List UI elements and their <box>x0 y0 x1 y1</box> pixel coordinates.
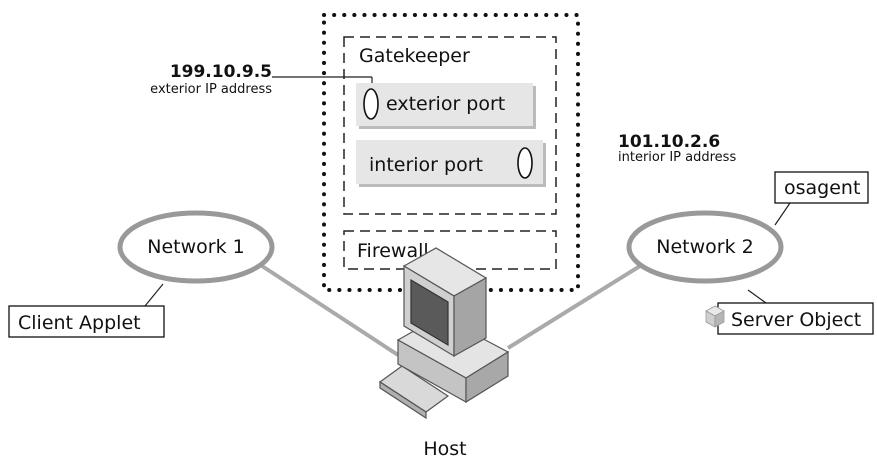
interior-ip-address: 101.10.2.6 <box>618 132 720 152</box>
interior-ip-caption: interior IP address <box>618 150 736 165</box>
osagent-label: osagent <box>784 177 860 199</box>
server-object-cube-icon <box>705 305 725 328</box>
interior-port-box <box>356 140 543 184</box>
interior-port-label: interior port <box>369 154 483 176</box>
exterior-port-label: exterior port <box>386 93 505 115</box>
network2-label: Network 2 <box>656 236 753 258</box>
exterior-port-box <box>356 83 533 126</box>
client-applet-label: Client Applet <box>18 312 141 334</box>
firewall-label: Firewall <box>357 240 429 262</box>
exterior-ip-address: 199.10.9.5 <box>170 62 272 82</box>
osagent-leader <box>774 202 791 226</box>
server-object-box <box>717 302 874 335</box>
client-applet-box <box>8 305 165 338</box>
host-label: Host <box>423 438 466 460</box>
osagent-box <box>774 171 869 204</box>
host-computer-icon <box>378 247 510 420</box>
gatekeeper-box <box>343 36 557 215</box>
network2-ellipse <box>626 210 784 284</box>
network1-to-host-link <box>260 264 400 357</box>
server-object-label: Server Object <box>731 309 861 331</box>
network1-ellipse <box>117 210 275 284</box>
gatekeeper-title: Gatekeeper <box>359 45 470 67</box>
interior-port-socket-icon <box>517 147 533 179</box>
exterior-ip-caption: exterior IP address <box>150 82 272 97</box>
server-object-leader <box>747 289 767 304</box>
network2-to-host-link <box>506 264 642 350</box>
network1-label: Network 1 <box>147 236 244 258</box>
client-applet-leader <box>144 283 164 307</box>
exterior-port-socket-icon <box>363 88 379 120</box>
